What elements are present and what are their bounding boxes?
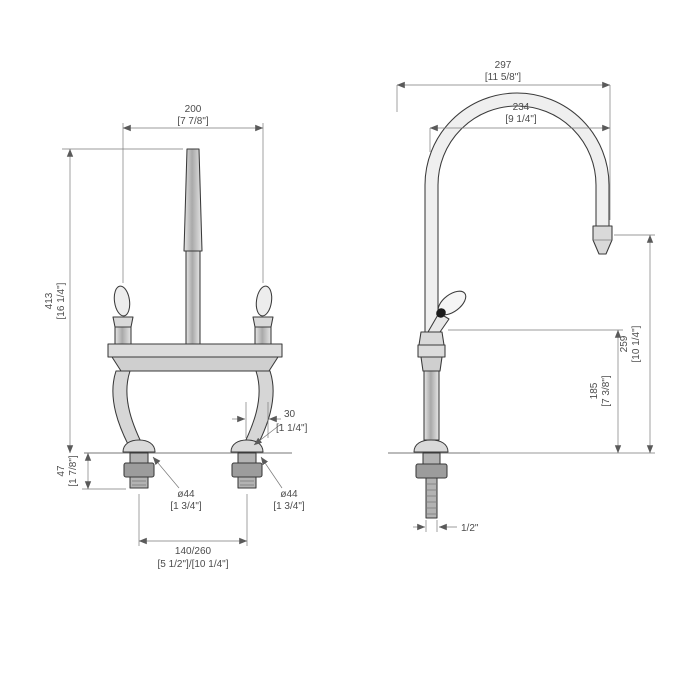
base-side-nut — [415, 463, 448, 479]
flange-right-mm: ø44 — [280, 489, 298, 500]
handle-right-collar — [252, 316, 274, 328]
gooseneck-spout — [424, 92, 610, 346]
dim-deck-mm: 47 — [56, 465, 67, 477]
dim-width: 200 [7 7/8"] — [122, 104, 264, 283]
bridge-side-taper — [420, 356, 443, 372]
base-right-threads — [240, 480, 254, 486]
spout-upper — [183, 148, 203, 252]
dim-offset-leader — [253, 423, 282, 446]
dim-width-mm: 200 — [185, 104, 202, 115]
label-flange-left: ø44 [1 3/4"] — [152, 456, 202, 512]
base-left-flange — [122, 439, 156, 453]
dim-connection-size: 1/2" — [461, 523, 479, 534]
base-left-threads — [132, 480, 146, 486]
dim-centers: 140/260 [5 1/2"]/[10 1/4"] — [138, 494, 248, 570]
leg-side — [423, 370, 440, 441]
bridge-taper — [111, 356, 279, 372]
dim-height-spout-mm: 185 — [589, 382, 600, 399]
dim-offset-ext — [245, 402, 269, 438]
dim-reach-spout-mm: 234 — [513, 102, 530, 113]
dim-offset-mm: 30 — [284, 409, 296, 420]
dim-height-overall: 259 [10 1/4"] — [480, 234, 655, 454]
handle-side-collar — [418, 331, 445, 346]
handle-side — [418, 290, 467, 346]
base-right-nut — [231, 462, 263, 478]
dim-offset: 30 [1 1/4"] — [232, 402, 308, 446]
dim-reach-overall-mm: 297 — [495, 60, 512, 71]
front-view: 200 [7 7/8"] 413 [16 1/4"] 47 [1 7/8"] 3… — [44, 104, 308, 570]
dim-reach-spout-inch: [9 1/4"] — [505, 114, 537, 125]
side-view: 297 [11 5/8"] 234 [9 1/4"] 259 [10 1/4"]… — [388, 60, 655, 534]
dim-height-overall-mm: 259 — [619, 335, 630, 352]
dim-deck-inch: [1 7/8"] — [68, 455, 79, 487]
dim-height-overall-inch: [10 1/4"] — [631, 325, 642, 362]
handle-right-base — [254, 326, 272, 345]
dim-height: 413 [16 1/4"] — [44, 148, 183, 454]
base-side-shank — [422, 452, 441, 465]
label-flange-right: ø44 [1 3/4"] — [260, 456, 305, 512]
dim-centers-ext — [138, 494, 248, 546]
dim-centers-inch: [5 1/2"]/[10 1/4"] — [157, 559, 228, 570]
dim-height-inch: [16 1/4"] — [56, 282, 67, 319]
spout-lower — [185, 250, 201, 345]
handle-left-lever — [113, 285, 131, 317]
dim-centers-mm: 140/260 — [175, 546, 212, 557]
dim-connection-ext — [425, 520, 438, 532]
bridge-side-bar — [417, 344, 446, 358]
base-left-nut — [123, 462, 155, 478]
dim-height-mm: 413 — [44, 292, 55, 309]
handle-left — [112, 285, 134, 345]
handle-left-base — [114, 326, 132, 345]
dim-reach-overall: 297 [11 5/8"] — [396, 60, 611, 220]
handle-side-accent — [436, 308, 446, 318]
flange-left-leader — [152, 456, 180, 489]
base-side-threads — [426, 483, 437, 515]
flange-right-inch: [1 3/4"] — [273, 501, 305, 512]
bridge-bar — [107, 343, 283, 358]
base-side-flange — [413, 439, 449, 453]
dim-offset-inch: [1 1/4"] — [276, 423, 308, 434]
base-left — [122, 439, 156, 489]
base-right — [230, 439, 264, 489]
dim-reach-spout: 234 [9 1/4"] — [429, 102, 611, 152]
flange-left-mm: ø44 — [177, 489, 195, 500]
dim-height-spout-inch: [7 3/8"] — [601, 375, 612, 407]
handle-right-lever — [255, 285, 273, 317]
dim-width-ext — [122, 123, 264, 283]
dim-reach-overall-ext — [396, 85, 611, 220]
flange-right-leader — [260, 456, 283, 489]
flange-left-inch: [1 3/4"] — [170, 501, 202, 512]
dim-connection: 1/2" — [413, 520, 479, 534]
handle-left-collar — [112, 316, 134, 328]
base-side — [413, 439, 449, 519]
dim-deck: 47 [1 7/8"] — [56, 452, 126, 490]
handle-right — [252, 285, 274, 345]
dim-height-spout: 185 [7 3/8"] — [448, 329, 623, 454]
dim-width-inch: [7 7/8"] — [177, 116, 209, 127]
dim-reach-overall-inch: [11 5/8"] — [485, 72, 521, 83]
